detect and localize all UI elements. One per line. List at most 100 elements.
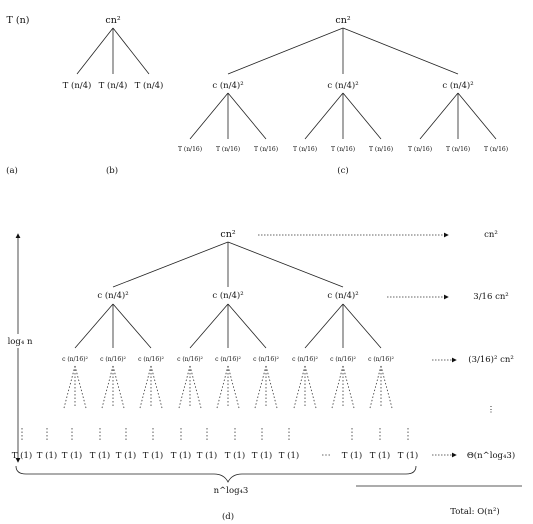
dotted-edge	[216, 365, 229, 409]
node-root-cn2: cn²	[220, 229, 235, 240]
node-c-n-over-16-squared: c (n/16)²	[330, 356, 356, 363]
dotted-edge	[112, 365, 125, 409]
node-T-n-over-16: T (n/16)	[369, 146, 393, 153]
level-cost-label-0: cn²	[484, 230, 498, 240]
tree-edge	[112, 27, 150, 75]
tree-edges	[15, 27, 522, 487]
tree-edge	[342, 27, 459, 75]
height-label-bg	[5, 334, 33, 348]
node-T-n-over-16: T (n/16)	[331, 146, 355, 153]
dotted-edge	[74, 365, 87, 409]
node-c-n-over-4-squared: c (n/4)²	[442, 80, 473, 91]
node-T-n-over-16: T (n/16)	[178, 146, 202, 153]
node-c-n-over-4-squared: c (n/4)²	[212, 80, 243, 91]
tree-edge	[419, 92, 459, 140]
node-c-n-over-16-squared: c (n/16)²	[62, 356, 88, 363]
tree-edge	[112, 303, 152, 349]
node-c-n-over-16-squared: c (n/16)²	[368, 356, 394, 363]
dotted-edge	[342, 365, 355, 409]
dotted-edge	[254, 365, 267, 409]
node-c-n-over-16-squared: c (n/16)²	[215, 356, 241, 363]
level-cost-label-4: Θ(n^log₄3)	[467, 450, 515, 461]
node-T-1: T (1)	[342, 450, 362, 461]
dotted-edge	[380, 365, 393, 409]
node-T-1: T (1)	[370, 450, 390, 461]
tree-edge	[189, 303, 229, 349]
dotted-edges	[21, 232, 457, 458]
panel-label-c: (c)	[337, 165, 348, 176]
node-T-1: T (1)	[12, 450, 32, 461]
node-T-1: T (1)	[90, 450, 110, 461]
tree-edge	[227, 241, 344, 288]
level-cost-label-3: ⋮	[487, 405, 496, 415]
dotted-edge	[178, 365, 191, 409]
dotted-edge	[331, 365, 344, 409]
node-T-1: T (1)	[398, 450, 418, 461]
dotted-edge	[63, 365, 76, 409]
node-c-n-over-4-squared: c (n/4)²	[327, 80, 358, 91]
panel-label-b: (b)	[106, 165, 118, 176]
node-T-1: T (1)	[171, 450, 191, 461]
node-c-n-over-16-squared: c (n/16)²	[177, 356, 203, 363]
dotted-edge	[150, 365, 163, 409]
node-c-n-over-4-squared: c (n/4)²	[97, 290, 128, 301]
tree-edge	[227, 92, 267, 140]
tree-edge	[227, 27, 344, 75]
dotted-edge	[227, 365, 240, 409]
tree-edge	[227, 303, 267, 349]
node-root-cn2: cn²	[335, 15, 350, 26]
tree-height-label: log₄ n	[8, 337, 33, 347]
level-cost-label-2: (3/16)² cn²	[468, 354, 513, 365]
tree-labels: (a) (b) (c) (d) T (n) cn² T (n/4) T (n/4) T (n/4…	[5, 15, 515, 522]
dotted-edge	[189, 365, 202, 409]
level-cost-label-1: 3/16 cn²	[473, 292, 508, 302]
tree-edge	[304, 303, 344, 349]
node-T-n-over-16: T (n/16)	[216, 146, 240, 153]
leaf-count-brace	[15, 465, 417, 483]
node-c-n-over-16-squared: c (n/16)²	[253, 356, 279, 363]
panel-label-a: (a)	[6, 165, 18, 176]
tree-edge	[76, 27, 114, 75]
node-T-n-over-16: T (n/16)	[293, 146, 317, 153]
dotted-edge	[139, 365, 152, 409]
tree-edge	[304, 92, 344, 140]
dotted-edge	[304, 365, 317, 409]
node-T-1: T (1)	[116, 450, 136, 461]
dotted-edge	[369, 365, 382, 409]
node-T-n: T (n)	[7, 15, 30, 26]
node-c-n-over-16-squared: c (n/16)²	[138, 356, 164, 363]
node-root-cn2: cn²	[105, 15, 120, 26]
node-T-n-over-16: T (n/16)	[446, 146, 470, 153]
node-T-1: T (1)	[197, 450, 217, 461]
node-T-1: T (1)	[279, 450, 299, 461]
panel-label-d: (d)	[222, 511, 234, 522]
node-T-1: T (1)	[143, 450, 163, 461]
node-T-1: T (1)	[37, 450, 57, 461]
node-c-n-over-16-squared: c (n/16)²	[100, 356, 126, 363]
dotted-edge	[101, 365, 114, 409]
node-T-1: T (1)	[62, 450, 82, 461]
node-c-n-over-4-squared: c (n/4)²	[212, 290, 243, 301]
node-T-n-over-4: T (n/4)	[135, 80, 164, 91]
node-T-1: T (1)	[252, 450, 272, 461]
tree-edge	[342, 92, 382, 140]
tree-edge	[457, 92, 497, 140]
dotted-edge	[293, 365, 306, 409]
node-T-n-over-4: T (n/4)	[99, 80, 128, 91]
tree-edge	[342, 303, 382, 349]
node-T-1: T (1)	[225, 450, 245, 461]
tree-edge	[74, 303, 114, 349]
node-c-n-over-16-squared: c (n/16)²	[292, 356, 318, 363]
tree-edge	[189, 92, 229, 140]
node-c-n-over-4-squared: c (n/4)²	[327, 290, 358, 301]
node-T-n-over-16: T (n/16)	[408, 146, 432, 153]
tree-edge	[112, 241, 229, 288]
node-T-n-over-16: T (n/16)	[254, 146, 278, 153]
leaf-ellipsis: ⋯	[321, 450, 331, 461]
leaf-count-label: n^log₄3	[214, 486, 249, 496]
node-T-n-over-16: T (n/16)	[484, 146, 508, 153]
total-cost-label: Total: O(n²)	[450, 506, 499, 517]
node-T-n-over-4: T (n/4)	[63, 80, 92, 91]
dotted-edge	[265, 365, 278, 409]
